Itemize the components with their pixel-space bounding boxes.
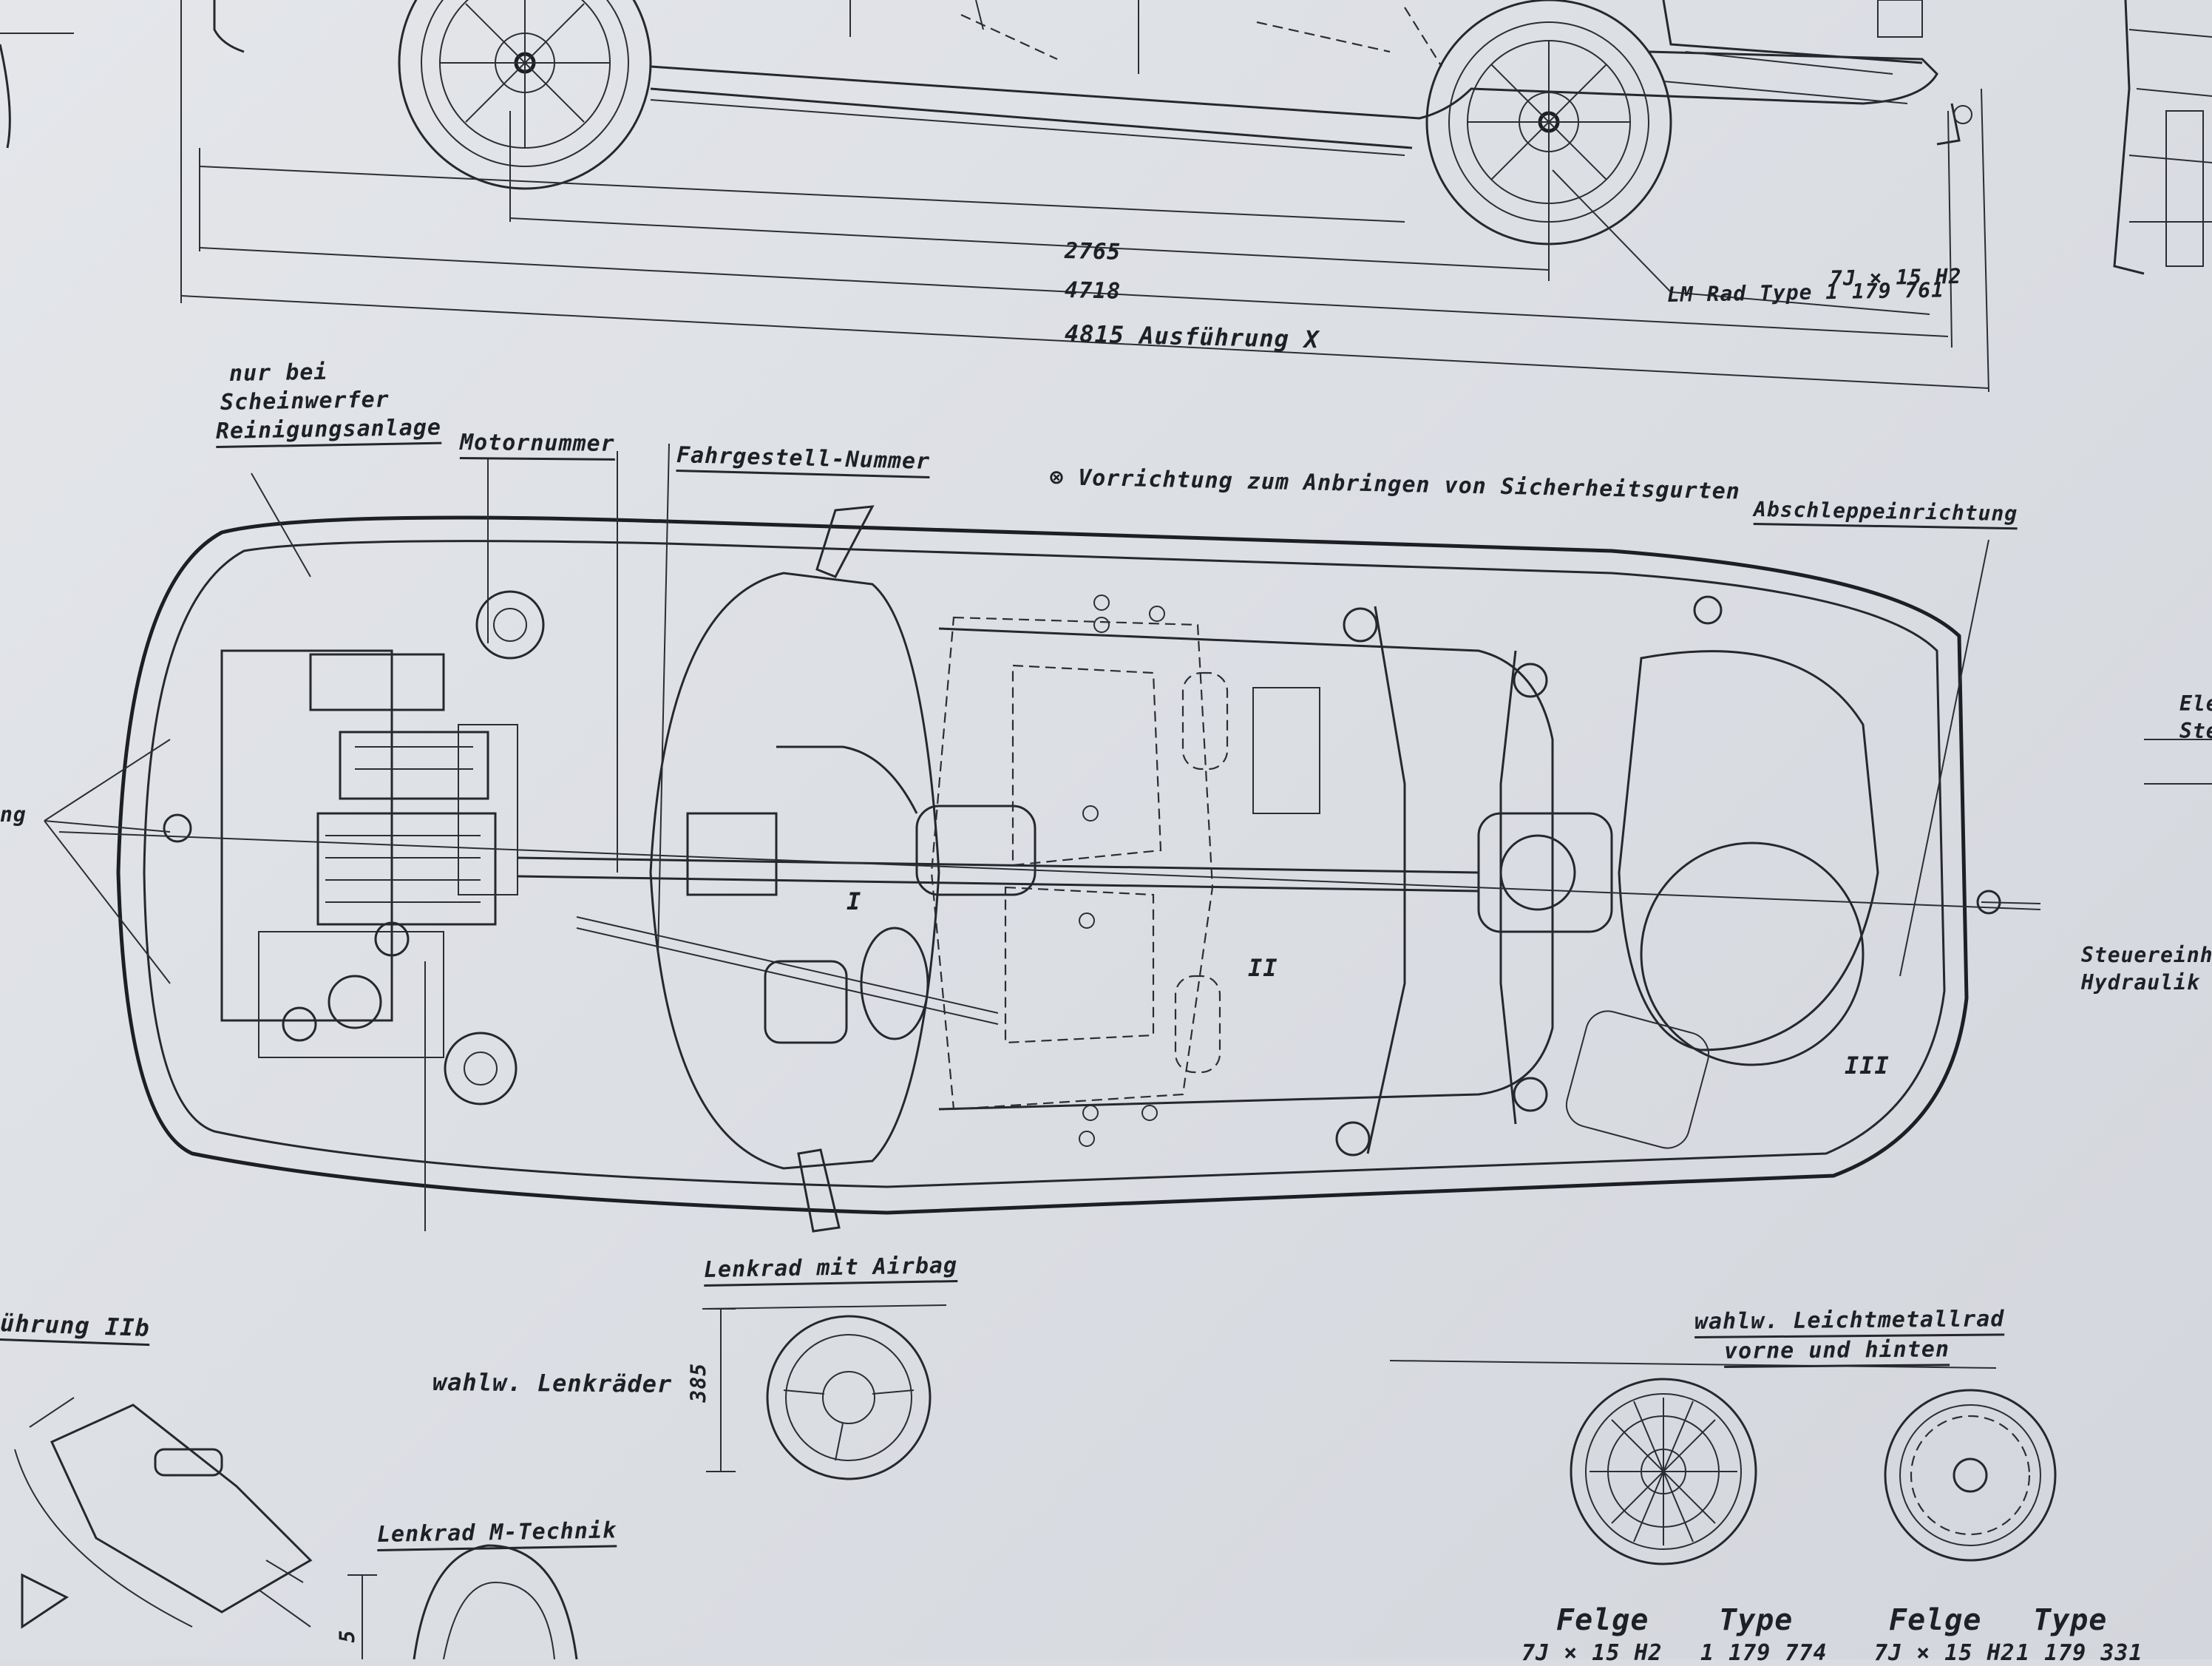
headlamp-note-line1: nur bei (228, 359, 328, 387)
tow-device-label: Abschleppeinrichtung (1753, 497, 2018, 530)
right-fragment-1a: Ele (2179, 691, 2212, 716)
headlamp-note-line3: Reinigungsanlage (215, 414, 442, 448)
zone-1-label: I (847, 887, 862, 915)
side-elevation (0, 0, 2212, 393)
type-label-1: Type (1719, 1603, 1794, 1637)
type-number-2: 1 179 331 (2016, 1640, 2143, 1666)
m-technik-dim: 5 (335, 1629, 360, 1643)
right-fragment-2a: Steuereinhe (2081, 943, 2212, 967)
rim-size-2: 7J × 15 H2 (1874, 1640, 2015, 1666)
dim-length: 4718 (1064, 277, 1122, 305)
airbag-dim: 385 (686, 1362, 711, 1403)
optional-alloy-line2: vorne und hinten (1723, 1336, 1950, 1368)
variant-label: ührung IIb (0, 1309, 151, 1347)
rim-size-1: 7J × 15 H2 (1521, 1640, 1663, 1666)
m-technik-wheel-label: Lenkrad M-Technik (376, 1517, 617, 1551)
dim-wheelbase: 2765 (1064, 238, 1122, 265)
right-fragment-1b: Ste (2179, 719, 2212, 743)
wheel-type: LM Rad Type 1 179 761 (1666, 277, 1945, 307)
headlamp-note-line2: Scheinwerfer (220, 387, 390, 416)
rim-label-2: Felge (1889, 1603, 1982, 1637)
optional-alloy-line1: wahlw. Leichtmetallrad (1694, 1306, 2005, 1338)
left-edge-fragment: ng (0, 802, 27, 827)
engine-number-label: Motornummer (459, 430, 615, 461)
zone-3-label: III (1845, 1052, 1890, 1080)
optional-steering-wheels: wahlw. Lenkräder (432, 1368, 673, 1398)
plan-view (44, 443, 2212, 1233)
type-number-1: 1 179 774 (1700, 1640, 1828, 1666)
type-label-2: Type (2033, 1603, 2108, 1637)
rim-label-1: Felge (1556, 1603, 1649, 1637)
zone-2-label: II (1248, 954, 1278, 982)
airbag-wheel-label: Lenkrad mit Airbag (703, 1253, 958, 1287)
right-fragment-2b: Hydraulik (2081, 970, 2200, 995)
accessories (14, 1304, 2057, 1659)
